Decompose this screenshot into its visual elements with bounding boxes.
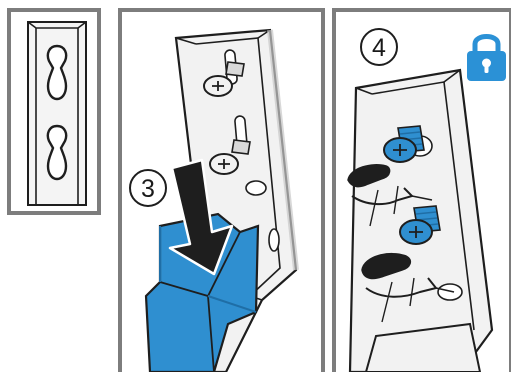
panel-detail (9, 10, 99, 213)
keyhole-slot-upper (48, 46, 66, 99)
step-badge-3: 3 (130, 170, 166, 206)
keyhole-slot-lower (48, 126, 66, 179)
keyhole-rail (28, 22, 86, 205)
step-badge-4: 4 (361, 29, 397, 65)
step-number-4: 4 (372, 34, 386, 62)
panel-secure: 4 (334, 10, 511, 372)
panel-lower: 3 (120, 10, 323, 372)
step-number-3: 3 (141, 175, 155, 203)
